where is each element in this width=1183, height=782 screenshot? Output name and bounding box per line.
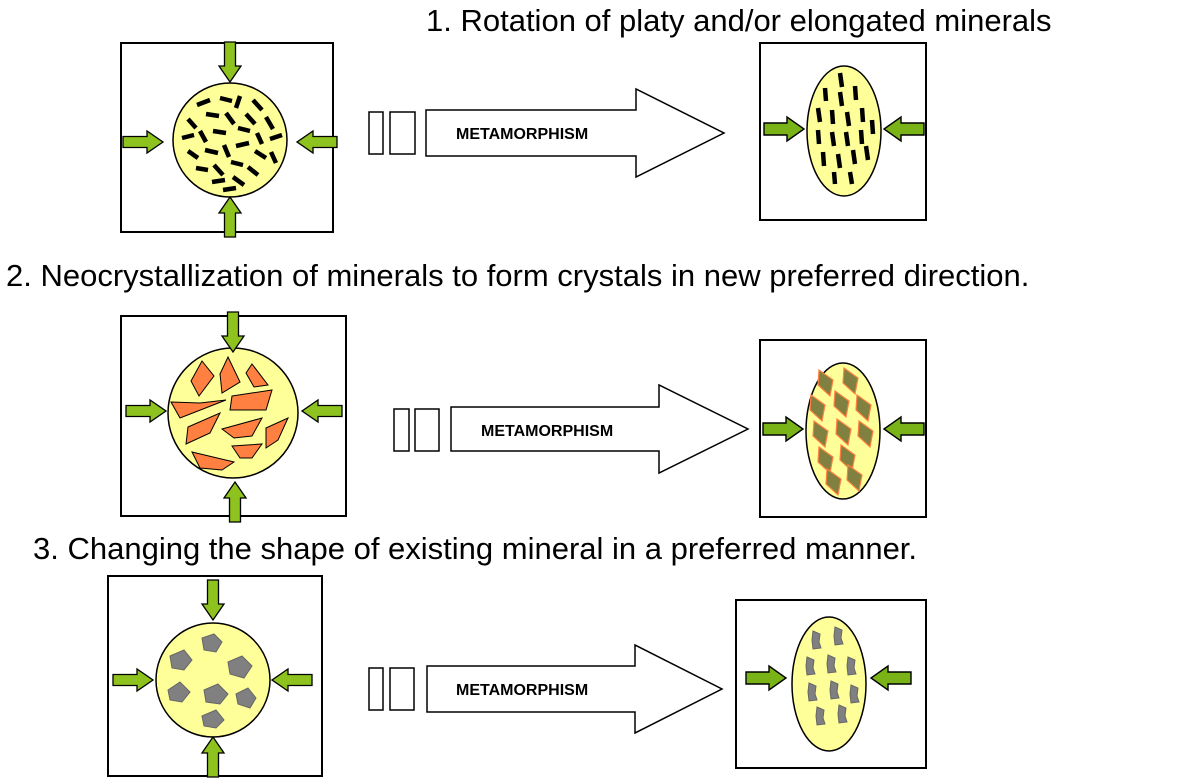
metamorphism-label: METAMORPHISM [456,682,588,699]
after-box-shape-change [735,599,927,769]
minerals-equant [167,633,257,729]
before-box-neocrystallization [120,311,347,523]
heading-shape-change: 3. Changing the shape of existing minera… [33,531,918,566]
before-box-shape-change [107,575,323,778]
metamorphism-label: METAMORPHISM [481,423,613,440]
heading-neocrystallization: 2. Neocrystallization of minerals to for… [6,258,1030,293]
metamorphism-label: METAMORPHISM [456,126,588,143]
row-shape-change: METAMORPHISM [107,575,927,778]
hollow-arrow-icon [426,643,724,735]
platy-minerals-random [181,95,283,193]
heading-rotation: 1. Rotation of platy and/or elongated mi… [426,3,1052,38]
row-rotation: METAMORPHISM [120,41,927,238]
after-box-rotation [759,42,927,221]
before-box-rotation [120,41,338,238]
hollow-arrow-icon [425,87,726,179]
neo-crystals-random [170,355,290,471]
process-arrow-rotation: METAMORPHISM [368,87,726,179]
process-arrow-neocrystallization: METAMORPHISM [393,383,750,475]
after-box-neocrystallization [759,339,927,518]
platy-minerals-aligned [815,72,876,185]
hollow-arrow-icon [450,383,750,475]
process-arrow-shape-change: METAMORPHISM [368,643,724,735]
row-neocrystallization: METAMORPHISM [120,311,927,523]
